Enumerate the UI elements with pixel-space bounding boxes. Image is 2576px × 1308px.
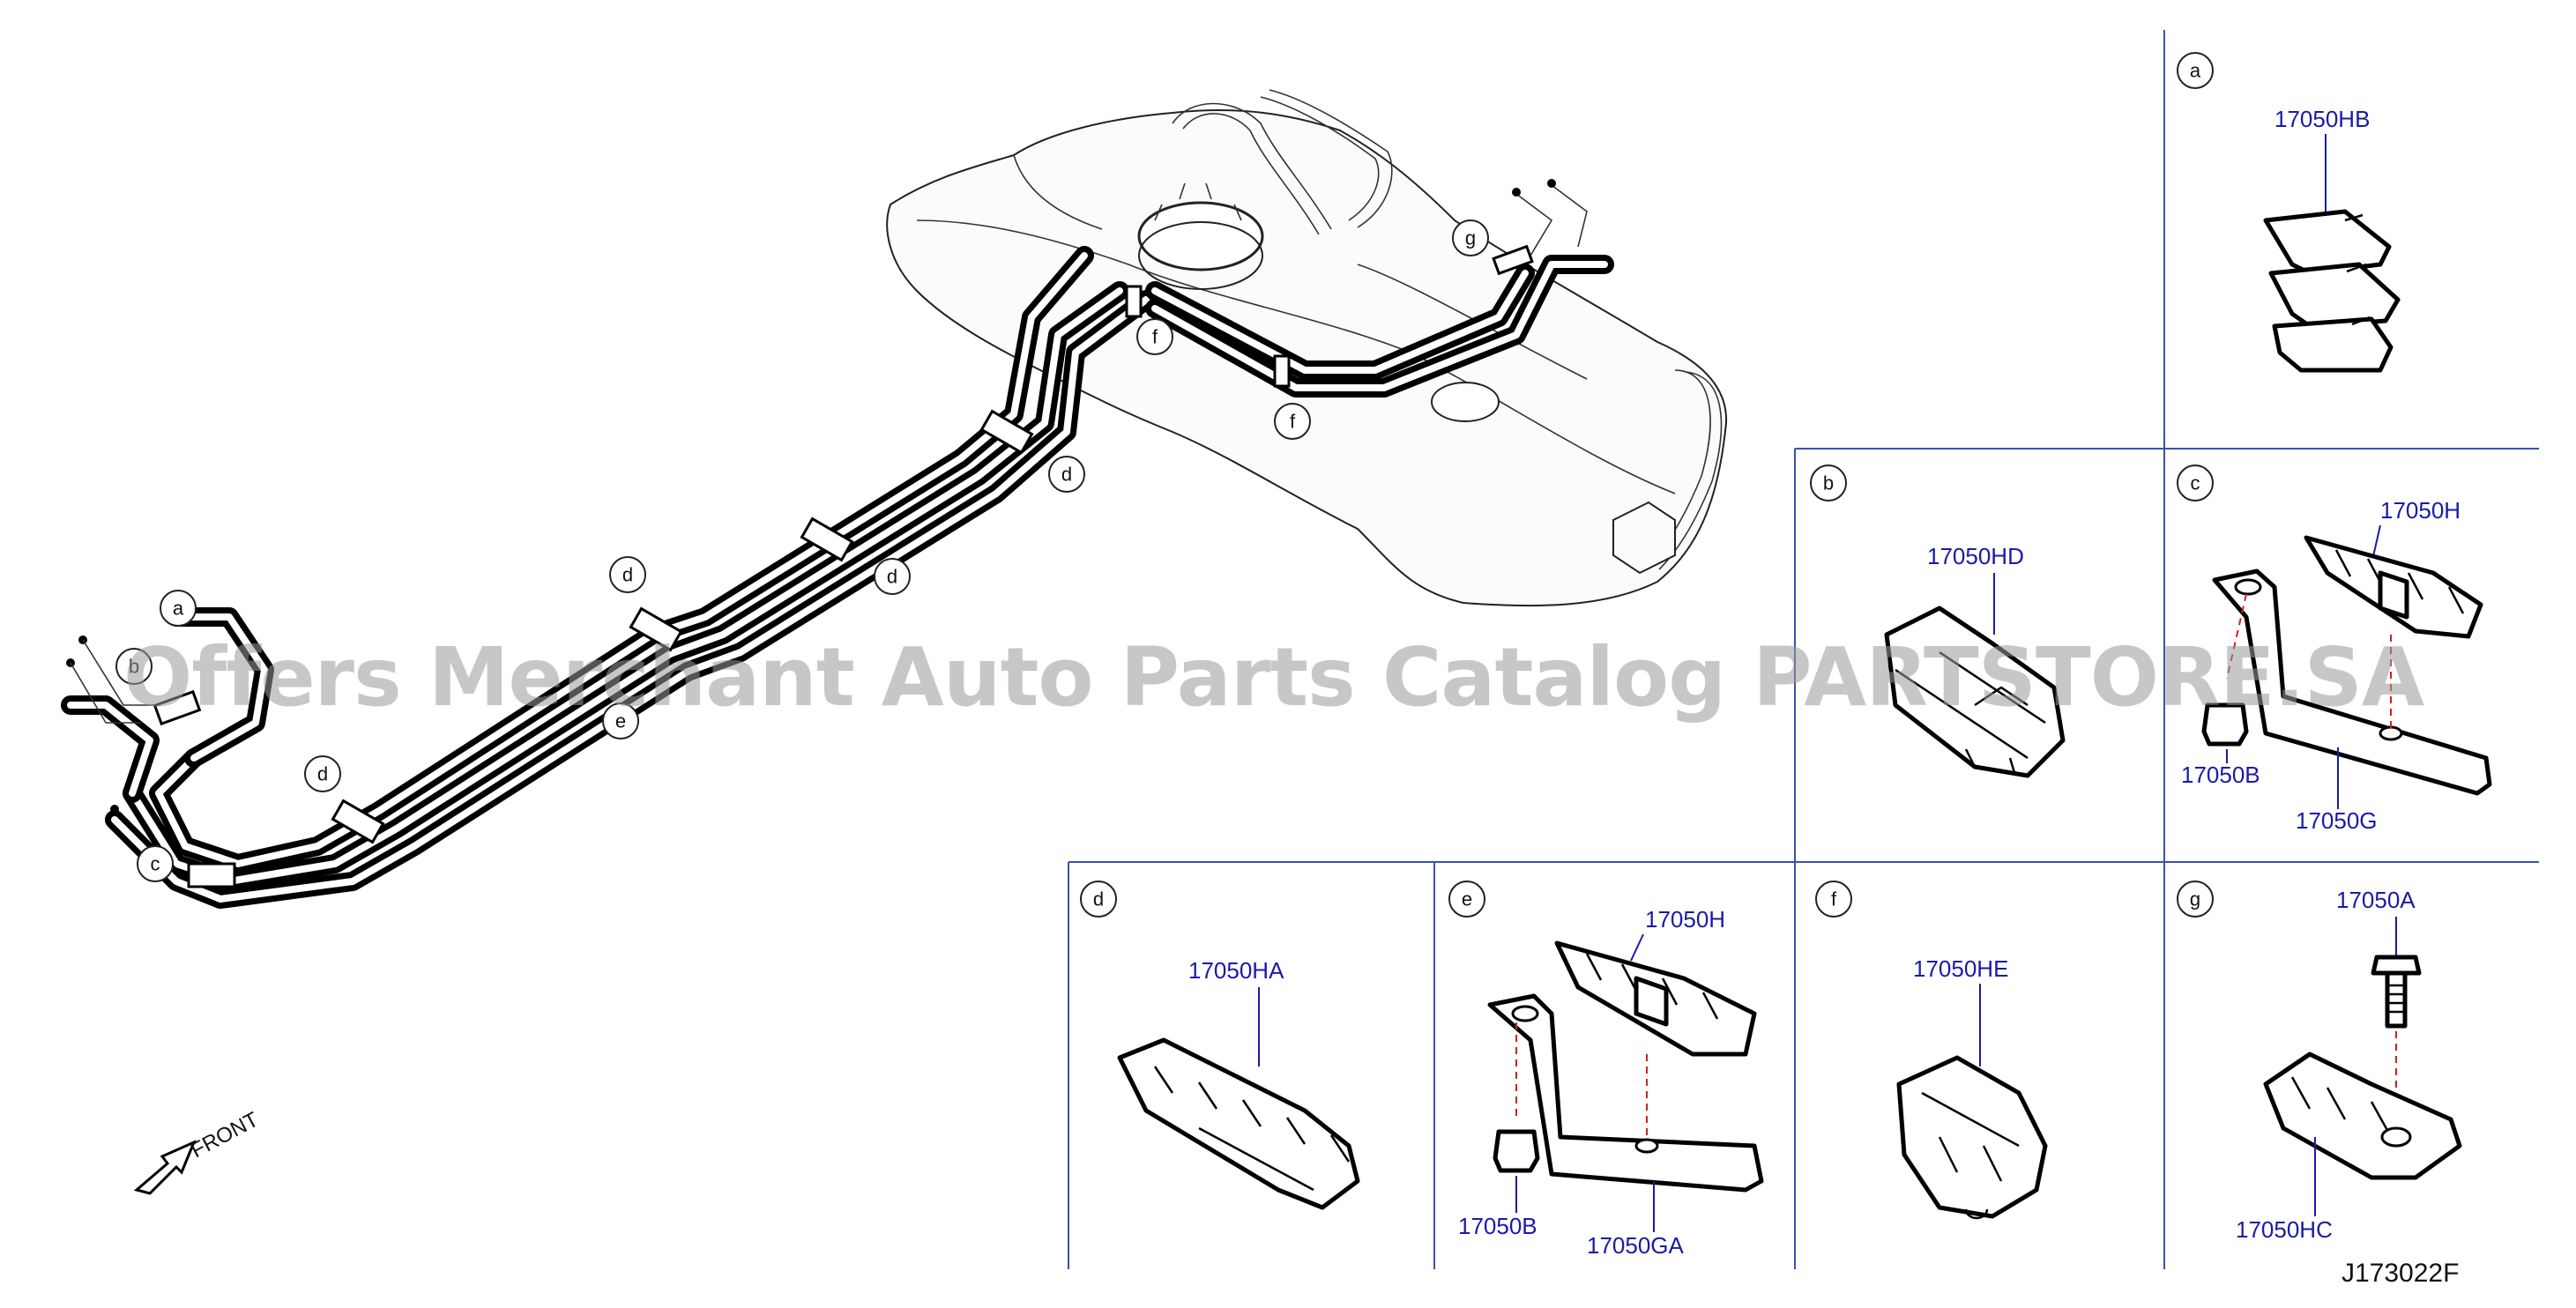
callout-b: b — [115, 648, 153, 685]
clip-17050HC — [2263, 1052, 2462, 1180]
callout-a: a — [160, 590, 197, 627]
svg-text:a: a — [2190, 60, 2201, 82]
svg-text:d: d — [1061, 464, 1072, 486]
panel-f: f 17050HE — [1815, 881, 2048, 1220]
part-17050A: 17050A — [2336, 887, 2416, 913]
clip-17050H-e — [1554, 940, 1757, 1057]
part-17050G: 17050G — [2296, 807, 2378, 834]
part-17050HD: 17050HD — [1927, 543, 2024, 569]
panel-b: b 17050HD — [1810, 464, 2066, 778]
svg-text:g: g — [2190, 888, 2200, 910]
callout-d-4: d — [1048, 456, 1085, 493]
clip-17050HD — [1884, 606, 2066, 778]
callout-f-1: f — [1136, 318, 1173, 355]
part-17050B-c: 17050B — [2181, 762, 2260, 788]
svg-text:b: b — [129, 656, 139, 678]
svg-text:c: c — [2191, 472, 2200, 494]
part-17050HE: 17050HE — [1913, 955, 2008, 982]
callout-d-3: d — [874, 558, 911, 595]
svg-text:c: c — [151, 853, 160, 875]
clip-17050HE — [1896, 1055, 2048, 1220]
callout-d-1: d — [304, 755, 341, 792]
panel-c: c 17050H 17050B 17050G — [2177, 464, 2492, 834]
part-17050H-e: 17050H — [1645, 906, 1725, 933]
callout-e: e — [602, 702, 639, 739]
bracket-17050GA — [1487, 993, 1764, 1193]
front-label: FRONT — [187, 1107, 263, 1163]
panel-a: a 17050HB — [2177, 52, 2401, 373]
part-17050HC: 17050HC — [2236, 1216, 2333, 1243]
callout-g: g — [1452, 219, 1489, 256]
clip-17050HA — [1117, 1037, 1360, 1210]
clip-17050HB — [2263, 209, 2401, 373]
svg-text:e: e — [615, 710, 626, 732]
callout-f-2: f — [1274, 403, 1311, 440]
diagram-ref: J173022F — [2341, 1259, 2459, 1288]
watermark: Offers Merchant Auto Parts Catalog PARTS… — [123, 630, 2424, 725]
svg-text:f: f — [1831, 888, 1837, 910]
grommet-17050B-c — [2201, 702, 2249, 747]
svg-text:b: b — [1823, 472, 1834, 494]
svg-text:d: d — [622, 564, 633, 586]
callout-c: c — [137, 845, 174, 882]
fuel-tank — [886, 89, 1728, 607]
svg-text:d: d — [887, 566, 897, 588]
main-view-callouts: a b c d e d d d f f g — [115, 219, 1489, 882]
svg-text:g: g — [1465, 227, 1476, 249]
svg-text:f: f — [1290, 411, 1296, 433]
panel-g: g 17050A 17050HC — [2177, 881, 2462, 1243]
part-17050GA: 17050GA — [1587, 1232, 1685, 1259]
callout-d-2: d — [609, 556, 646, 593]
svg-text:e: e — [1462, 888, 1472, 910]
panel-d: d 17050HA — [1080, 881, 1360, 1210]
panel-e: e 17050H 17050B 17050GA — [1448, 881, 1764, 1259]
part-17050H-c: 17050H — [2380, 497, 2461, 524]
svg-text:f: f — [1152, 326, 1158, 348]
clip-17050H-c — [2304, 535, 2483, 639]
svg-text:d: d — [317, 763, 328, 785]
part-17050B-e: 17050B — [1458, 1213, 1537, 1239]
panel-grid — [1068, 30, 2539, 1269]
grommet-17050B-e — [1493, 1129, 1540, 1173]
clip-bands — [153, 244, 1534, 888]
svg-text:d: d — [1093, 888, 1104, 910]
part-17050HB: 17050HB — [2274, 106, 2370, 132]
svg-text:a: a — [173, 598, 184, 620]
bolt-17050A — [2371, 955, 2422, 1029]
front-arrow: FRONT — [133, 1107, 263, 1195]
part-17050HA: 17050HA — [1188, 957, 1284, 984]
